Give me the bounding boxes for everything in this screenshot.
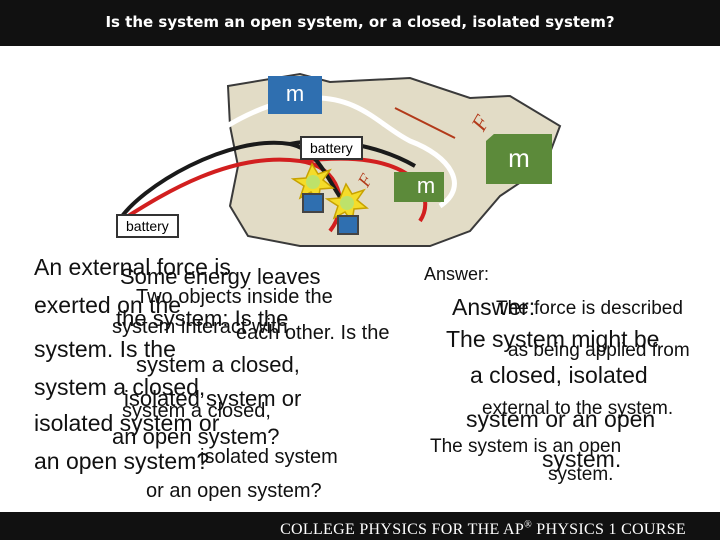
question-line-5: isolated system or xyxy=(34,410,220,436)
answer-big-line-4: system. xyxy=(542,446,622,472)
answer-small-line-1: The force is described xyxy=(496,298,683,319)
mass-block-green-inner: m xyxy=(394,172,444,202)
overlay-b-line-2: system interact with xyxy=(112,316,288,338)
question-line-1: An external force is xyxy=(34,254,231,280)
answer-small-line-5: system. xyxy=(548,464,614,485)
footer-text-suffix: PHYSICS 1 COURSE xyxy=(531,521,686,539)
battery-label-outer: battery xyxy=(116,214,179,238)
overlay-a-line-2: the system: Is the xyxy=(116,306,289,331)
overlay-b-line-6: or an open system? xyxy=(146,480,322,502)
force-arrow-line xyxy=(394,107,456,139)
slide-footer: COLLEGE PHYSICS FOR THE AP® PHYSICS 1 CO… xyxy=(0,512,720,540)
question-line-3: system. Is the xyxy=(34,336,176,362)
answer-small-line-2: as being applied from xyxy=(508,340,690,361)
overlay-b-line-5: isolated system xyxy=(200,446,338,468)
mass-block-green: m xyxy=(486,134,552,184)
answer-small-line-4: The system is an open xyxy=(430,436,622,457)
overlay-b-line-1: Two objects inside the xyxy=(136,286,333,308)
overlay-a-line-1: Some energy leaves xyxy=(120,264,321,289)
answer-big-line-2: a closed, isolated xyxy=(470,362,648,388)
slide-title: Is the system an open system, or a close… xyxy=(0,0,720,46)
overlay-a-line-5: an open system? xyxy=(112,424,280,449)
overlay-a-line-3: system a closed, xyxy=(136,352,300,377)
battery-label-inner: battery xyxy=(300,136,363,160)
answer-small-line-3: external to the system. xyxy=(482,398,674,419)
footer-text-prefix: COLLEGE PHYSICS FOR THE AP xyxy=(280,521,525,539)
diagram: m m m F F battery battery xyxy=(0,46,720,266)
lamp-base-right xyxy=(337,215,359,235)
question-line-2: exerted on the xyxy=(34,292,182,318)
question-line-4: system a closed, xyxy=(34,374,206,400)
answer-big-line-3: system or an open xyxy=(466,406,656,432)
overlay-b-line-3: each other. Is the xyxy=(236,322,390,344)
footer-registered-mark: ® xyxy=(524,520,532,531)
wire-white xyxy=(118,95,457,216)
question-line-6: an open system? xyxy=(34,448,210,474)
answer-heading: Answer: xyxy=(424,264,490,284)
answer-heading-2: Answer: xyxy=(452,294,536,320)
mass-block-top: m xyxy=(268,76,322,114)
overlay-b-line-4: system a closed, xyxy=(122,400,271,422)
answer-big-line-1: The system might be xyxy=(446,326,660,352)
lamp-base-left xyxy=(302,193,324,213)
overlay-a-line-4: isolated system or xyxy=(124,386,302,411)
